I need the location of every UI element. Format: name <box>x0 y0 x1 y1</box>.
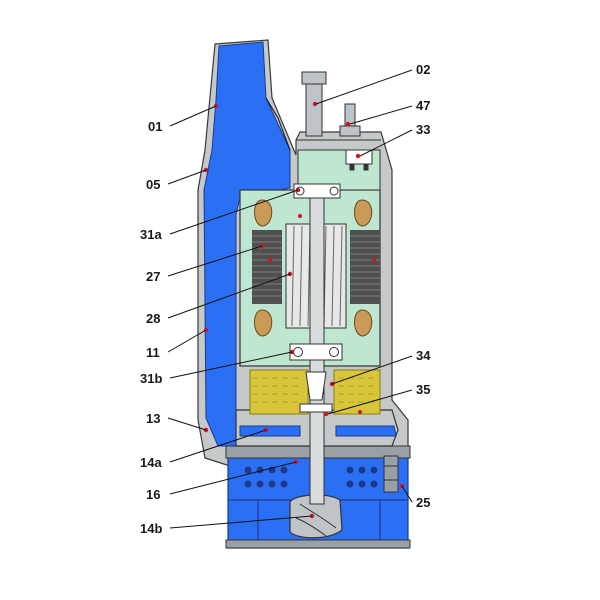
label-02: 02 <box>416 62 430 77</box>
discharge-wall-line <box>265 97 291 151</box>
label-31b: 31b <box>140 371 162 386</box>
side-bolt <box>383 455 399 493</box>
strainer-holes <box>244 466 378 488</box>
leader-lines <box>167 69 413 529</box>
label-47: 47 <box>416 98 430 113</box>
mechanical-seal <box>299 371 333 413</box>
label-31a: 31a <box>140 227 162 242</box>
label-34: 34 <box>416 348 431 363</box>
label-16: 16 <box>146 487 160 502</box>
lifting-handle <box>301 71 327 137</box>
upper-bearing <box>293 183 341 199</box>
marker-47 <box>345 121 351 127</box>
base-plate <box>225 539 411 549</box>
label-05: 05 <box>146 177 160 192</box>
label-27: 27 <box>146 269 160 284</box>
label-28: 28 <box>146 311 160 326</box>
oil-chamber-right <box>333 369 381 415</box>
label-14b: 14b <box>140 521 162 536</box>
pump-cavity <box>239 425 397 437</box>
cable-inlet <box>339 103 361 137</box>
oil-chamber-left <box>249 369 309 415</box>
label-11: 11 <box>146 345 160 360</box>
marker-33 <box>355 153 361 159</box>
label-13: 13 <box>146 411 160 426</box>
lower-bearing <box>289 343 343 361</box>
label-25: 25 <box>416 495 430 510</box>
stator-windings <box>254 199 373 337</box>
marker-35 <box>323 411 329 417</box>
label-35: 35 <box>416 382 430 397</box>
label-01: 01 <box>148 119 162 134</box>
stator <box>252 230 380 304</box>
label-14a: 14a <box>140 455 162 470</box>
marker-02 <box>312 101 318 107</box>
label-33: 33 <box>416 122 430 137</box>
